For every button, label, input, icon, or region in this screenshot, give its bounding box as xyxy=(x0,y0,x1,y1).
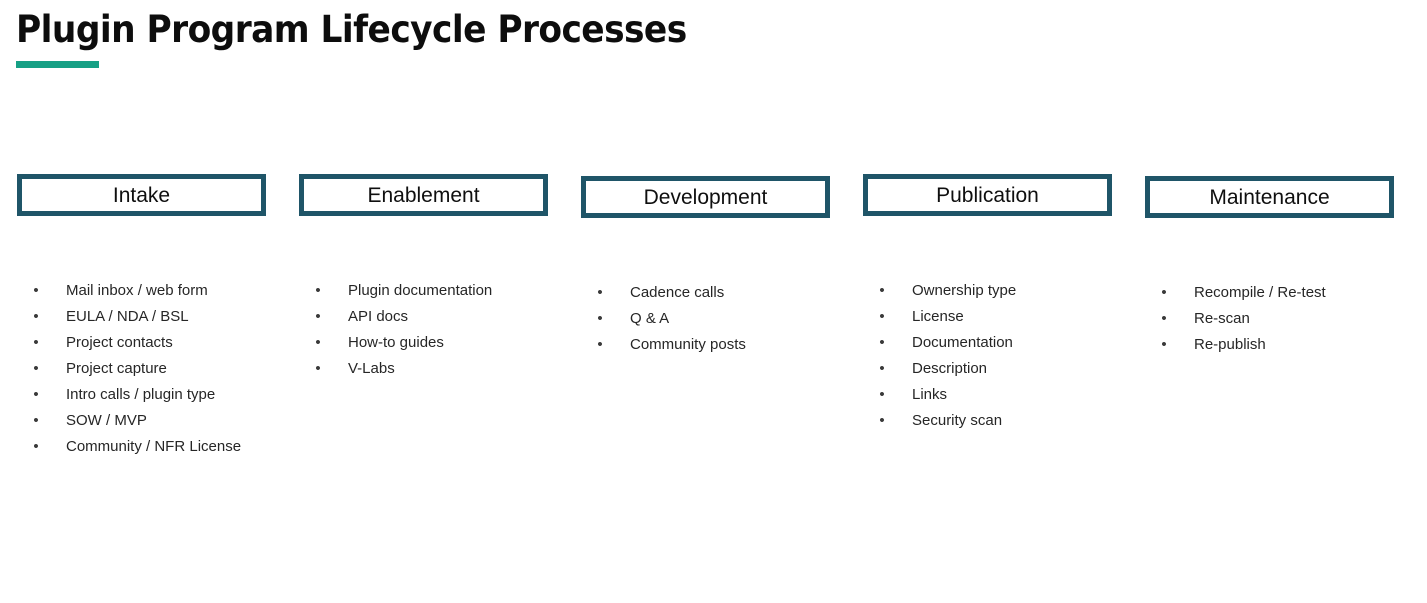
list-item-label: EULA / NDA / BSL xyxy=(66,308,189,325)
list-item: • API docs xyxy=(299,304,599,330)
list-item-label: Intro calls / plugin type xyxy=(66,386,216,403)
list-item-label: Ownership type xyxy=(912,282,1017,299)
list-item-label: Description xyxy=(912,360,988,377)
list-item: • Project capture xyxy=(17,356,317,382)
title-block: Plugin Program Lifecycle Processes xyxy=(16,8,1016,68)
stage-header-box[interactable]: Publication xyxy=(863,174,1112,216)
list-item: • Documentation xyxy=(863,330,1163,356)
bullet-icon: • xyxy=(33,360,39,377)
bullet-icon: • xyxy=(33,334,39,351)
list-item-label: Re-publish xyxy=(1194,336,1266,353)
list-item-label: Mail inbox / web form xyxy=(66,282,208,299)
bullet-icon: • xyxy=(315,308,321,325)
stage-header-box[interactable]: Enablement xyxy=(299,174,548,216)
list-item: • Plugin documentation xyxy=(299,278,599,304)
list-item-label: Re-scan xyxy=(1194,310,1250,327)
list-item-label: License xyxy=(912,308,964,325)
bullet-icon: • xyxy=(597,284,603,301)
stage-item-list: • Ownership type • License • Documentati… xyxy=(863,278,1163,434)
list-item-label: V-Labs xyxy=(348,360,395,377)
list-item-label: Project contacts xyxy=(66,334,173,351)
list-item: • Re-publish xyxy=(1145,332,1427,358)
list-item: • Recompile / Re-test xyxy=(1145,280,1427,306)
stage-header-box[interactable]: Intake xyxy=(17,174,266,216)
stage-header-box[interactable]: Maintenance xyxy=(1145,176,1394,218)
title-accent-bar xyxy=(16,61,99,68)
stage-item-list: • Plugin documentation • API docs • How-… xyxy=(299,278,599,382)
stage-item-list: • Cadence calls • Q & A • Community post… xyxy=(581,280,881,358)
list-item-label: Project capture xyxy=(66,360,167,377)
bullet-icon: • xyxy=(315,282,321,299)
list-item: • How-to guides xyxy=(299,330,599,356)
list-item: • License xyxy=(863,304,1163,330)
list-item-label: Links xyxy=(912,386,948,403)
bullet-icon: • xyxy=(1161,310,1167,327)
stage-header-label: Maintenance xyxy=(1209,185,1330,209)
process-stage-column: Maintenance • Recompile / Re-test • Re-s… xyxy=(1145,176,1394,353)
list-item-label: SOW / MVP xyxy=(66,412,147,429)
bullet-icon: • xyxy=(879,360,885,377)
list-item: • Mail inbox / web form xyxy=(17,278,317,304)
stage-header-box[interactable]: Development xyxy=(581,176,830,218)
process-stages-container: Intake • Mail inbox / web form • EULA / … xyxy=(0,174,1427,474)
bullet-icon: • xyxy=(879,308,885,325)
bullet-icon: • xyxy=(1161,284,1167,301)
stage-header-label: Publication xyxy=(936,183,1039,207)
list-item-label: API docs xyxy=(348,308,409,325)
bullet-icon: • xyxy=(879,386,885,403)
stage-item-list: • Mail inbox / web form • EULA / NDA / B… xyxy=(17,278,317,460)
list-item: • Cadence calls xyxy=(581,280,881,306)
list-item: • Intro calls / plugin type xyxy=(17,382,317,408)
process-stage-column: Publication • Ownership type • License •… xyxy=(863,174,1112,429)
stage-item-list: • Recompile / Re-test • Re-scan • Re-pub… xyxy=(1145,280,1427,358)
bullet-icon: • xyxy=(33,386,39,403)
list-item-label: Cadence calls xyxy=(630,284,725,301)
list-item-label: Security scan xyxy=(912,412,1003,429)
stage-header-label: Enablement xyxy=(367,183,480,207)
list-item-label: How-to guides xyxy=(348,334,444,351)
bullet-icon: • xyxy=(597,310,603,327)
list-item: • Security scan xyxy=(863,408,1163,434)
bullet-icon: • xyxy=(33,412,39,429)
bullet-icon: • xyxy=(33,438,39,455)
bullet-icon: • xyxy=(33,282,39,299)
bullet-icon: • xyxy=(1161,336,1167,353)
process-stage-column: Development • Cadence calls • Q & A • Co… xyxy=(581,176,830,353)
bullet-icon: • xyxy=(315,334,321,351)
list-item: • V-Labs xyxy=(299,356,599,382)
list-item-label: Recompile / Re-test xyxy=(1194,284,1326,301)
list-item: • Links xyxy=(863,382,1163,408)
process-stage-column: Intake • Mail inbox / web form • EULA / … xyxy=(17,174,266,455)
bullet-icon: • xyxy=(33,308,39,325)
list-item: • Q & A xyxy=(581,306,881,332)
list-item-label: Q & A xyxy=(630,310,670,327)
list-item-label: Community / NFR License xyxy=(66,438,242,455)
list-item: • Re-scan xyxy=(1145,306,1427,332)
stage-header-label: Intake xyxy=(112,183,171,207)
list-item-label: Documentation xyxy=(912,334,1013,351)
list-item-label: Community posts xyxy=(630,336,746,353)
list-item: • Project contacts xyxy=(17,330,317,356)
list-item: • SOW / MVP xyxy=(17,408,317,434)
list-item-label: Plugin documentation xyxy=(348,282,493,299)
bullet-icon: • xyxy=(879,334,885,351)
list-item: • Description xyxy=(863,356,1163,382)
page-title: Plugin Program Lifecycle Processes xyxy=(16,8,687,51)
bullet-icon: • xyxy=(597,336,603,353)
list-item: • Community / NFR License xyxy=(17,434,317,460)
bullet-icon: • xyxy=(315,360,321,377)
stage-header-label: Development xyxy=(643,185,768,209)
list-item: • EULA / NDA / BSL xyxy=(17,304,317,330)
list-item: • Community posts xyxy=(581,332,881,358)
process-stage-column: Enablement • Plugin documentation • API … xyxy=(299,174,548,377)
bullet-icon: • xyxy=(879,412,885,429)
bullet-icon: • xyxy=(879,282,885,299)
list-item: • Ownership type xyxy=(863,278,1163,304)
